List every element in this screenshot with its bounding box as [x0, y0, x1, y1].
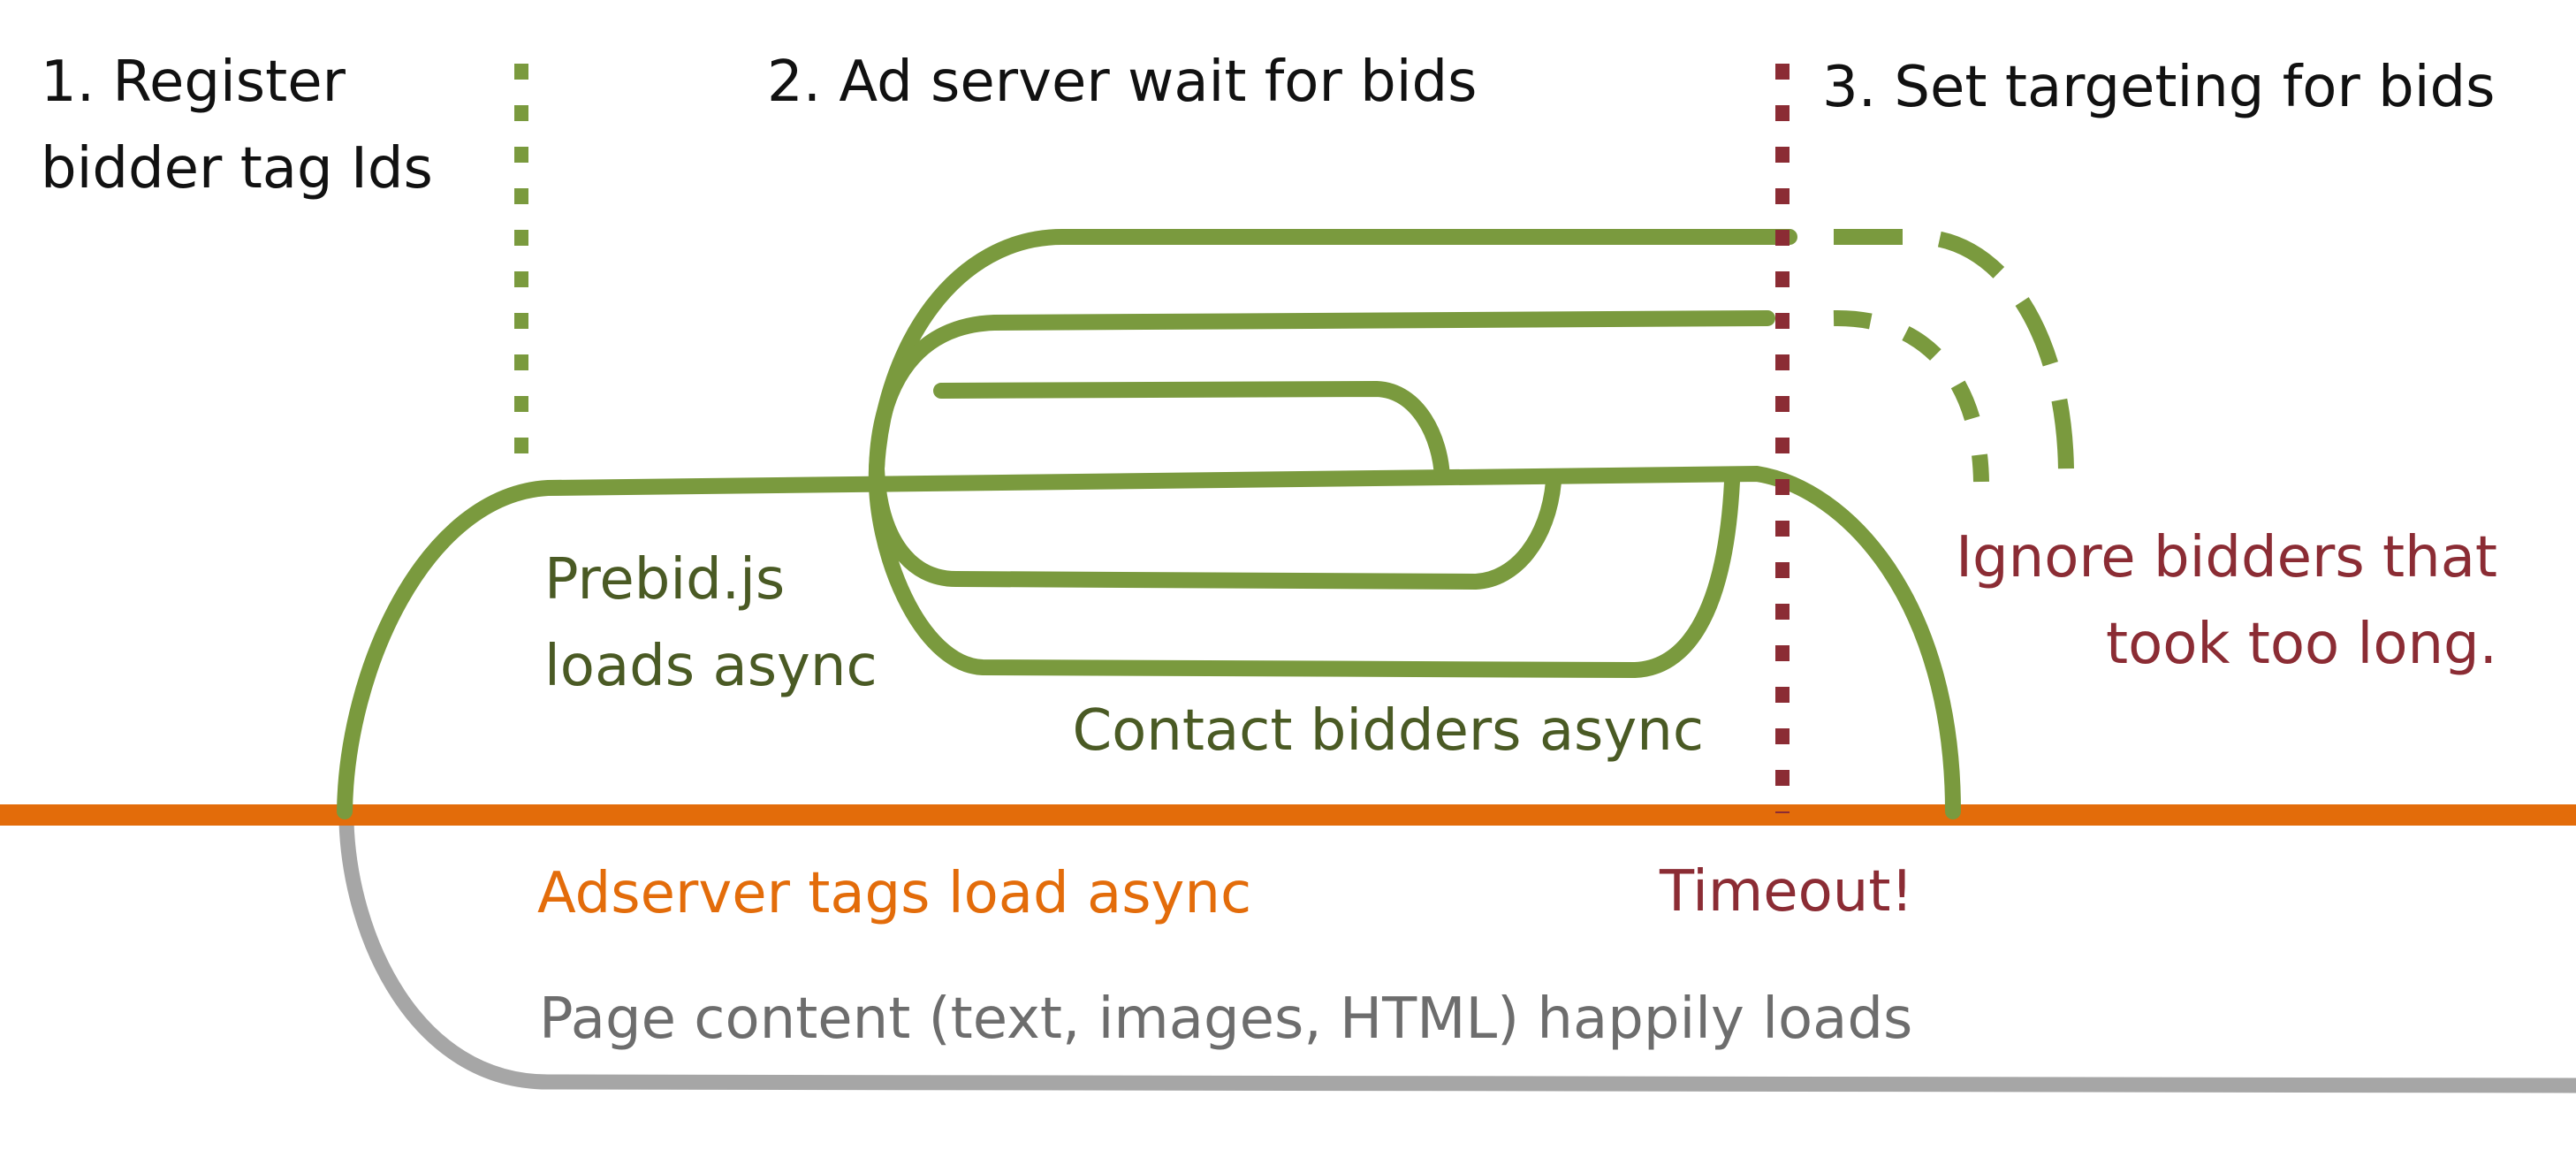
contact-bidders-label: Contact bidders async: [1072, 698, 1704, 764]
step1-label-line2: bidder tag Ids: [41, 136, 433, 202]
step3-label: 3. Set targeting for bids: [1822, 55, 2495, 120]
step1-label-line1: 1. Register: [41, 50, 346, 115]
late-bidder-2: [1833, 309, 1989, 483]
bidder-loop-3: [933, 380, 1450, 485]
page-content-label: Page content (text, images, HTML) happil…: [539, 986, 1912, 1052]
bidder-loop-1: [868, 229, 1797, 679]
ignore-label-line2: took too long.: [2106, 612, 2497, 677]
prebid-label-line2: loads async: [544, 634, 878, 699]
page-content-loop: [338, 814, 2576, 1093]
late-bidder-1: [1834, 229, 2075, 483]
prebid-label-line1: Prebid.js: [544, 547, 785, 613]
prebid-main-loop: [337, 465, 1961, 819]
timeout-label: Timeout!: [1659, 859, 1913, 925]
ignore-label-line1: Ignore bidders that: [1956, 525, 2497, 590]
adserver-label: Adserver tags load async: [537, 861, 1251, 926]
bidder-loop-2: [868, 310, 1775, 590]
step2-label: 2. Ad server wait for bids: [767, 50, 1477, 115]
